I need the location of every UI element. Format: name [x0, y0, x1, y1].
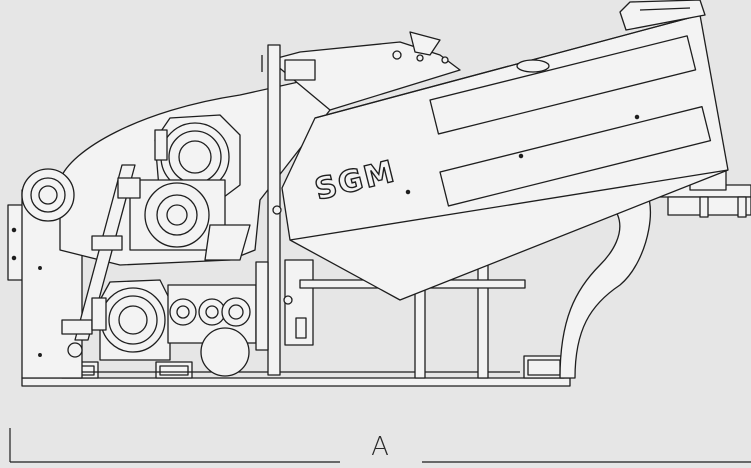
- gearbox: [167, 284, 257, 377]
- nose-roller: [21, 168, 75, 222]
- cover-slot-upper: [429, 35, 697, 135]
- tie-rods: [61, 164, 251, 341]
- dimension-label: A: [371, 432, 389, 462]
- middle-rotor: [129, 179, 226, 251]
- hinge-bracket: [392, 31, 449, 64]
- top-hopper: [619, 0, 706, 31]
- cover-slot-lower: [439, 106, 712, 207]
- dimension-line: [9, 428, 751, 463]
- lower-motor: [67, 279, 171, 361]
- top-motor: [154, 114, 241, 201]
